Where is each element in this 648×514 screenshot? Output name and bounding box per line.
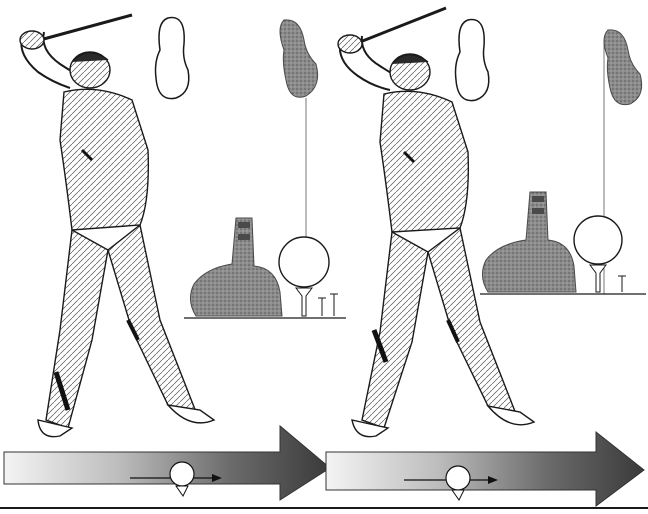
tee-height-marker — [318, 294, 338, 316]
footprint-outline-icon — [456, 20, 489, 101]
footprint-filled-icon — [280, 20, 318, 97]
club-head-icon — [190, 218, 282, 316]
golfer-figure-icon — [338, 8, 534, 437]
footprint-outline-icon — [156, 18, 189, 99]
tee-height-marker — [618, 276, 626, 292]
swing-direction-arrow-icon — [326, 432, 644, 506]
panel-right — [326, 8, 646, 506]
panel-left — [4, 15, 346, 500]
footprint-filled-icon — [604, 30, 642, 105]
club-head-icon — [482, 192, 576, 292]
ball-on-tee-icon — [574, 216, 622, 292]
